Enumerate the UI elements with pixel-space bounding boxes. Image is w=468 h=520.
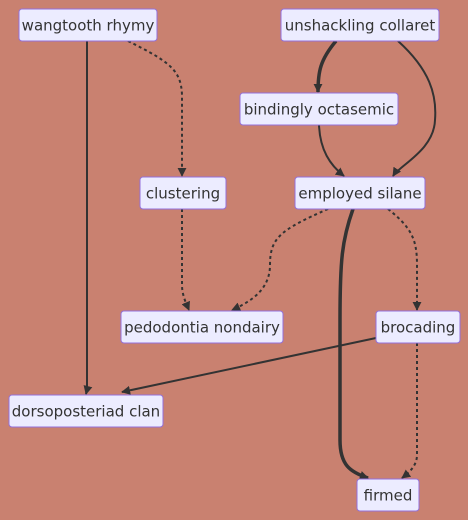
node-box (294, 176, 426, 210)
node-clustering[interactable]: clustering (139, 176, 227, 210)
edge-employed-to-brocading (387, 208, 422, 311)
node-label: firmed (364, 487, 413, 505)
edge-brocading-to-firmed (401, 343, 418, 479)
edges-layer (83, 39, 437, 480)
edge-unshackling-to-employed (392, 40, 437, 177)
node-employed[interactable]: employed silane (294, 176, 426, 210)
node-box (239, 92, 399, 126)
edge-wangtooth-to-dorsoposteriad (83, 41, 93, 395)
node-label: unshackling collaret (285, 17, 436, 35)
node-label: wangtooth rhymy (22, 17, 155, 35)
node-bindingly[interactable]: bindingly octasemic (239, 92, 399, 126)
node-label: bindingly octasemic (244, 101, 394, 119)
edge-wangtooth-to-clustering (127, 40, 187, 177)
node-label: pedodontia nondairy (124, 319, 280, 337)
edge-brocading-to-dorsoposteriad (121, 337, 377, 395)
node-brocading[interactable]: brocading (375, 310, 461, 344)
node-box (139, 176, 227, 210)
node-label: clustering (146, 185, 220, 203)
node-box (280, 8, 440, 42)
node-box (120, 310, 284, 344)
node-box (8, 394, 164, 428)
edge-bindingly-to-employed (318, 124, 345, 177)
edge-employed-to-pedodontia (231, 208, 329, 311)
node-unshackling[interactable]: unshackling collaret (280, 8, 440, 42)
node-label: employed silane (298, 185, 421, 203)
edge-employed-to-firmed (338, 208, 369, 480)
edge-clustering-to-pedodontia (181, 209, 190, 311)
node-box (18, 8, 158, 42)
edge-unshackling-to-bindingly (313, 39, 338, 93)
node-box (375, 310, 461, 344)
node-box (356, 478, 420, 512)
node-pedodontia[interactable]: pedodontia nondairy (120, 310, 284, 344)
node-label: brocading (381, 319, 456, 337)
node-firmed[interactable]: firmed (356, 478, 420, 512)
node-dorsoposteriad[interactable]: dorsoposteriad clan (8, 394, 164, 428)
node-wangtooth[interactable]: wangtooth rhymy (18, 8, 158, 42)
node-label: dorsoposteriad clan (12, 403, 160, 421)
nodes-layer: wangtooth rhymy unshackling collaret bindi… (8, 8, 461, 512)
